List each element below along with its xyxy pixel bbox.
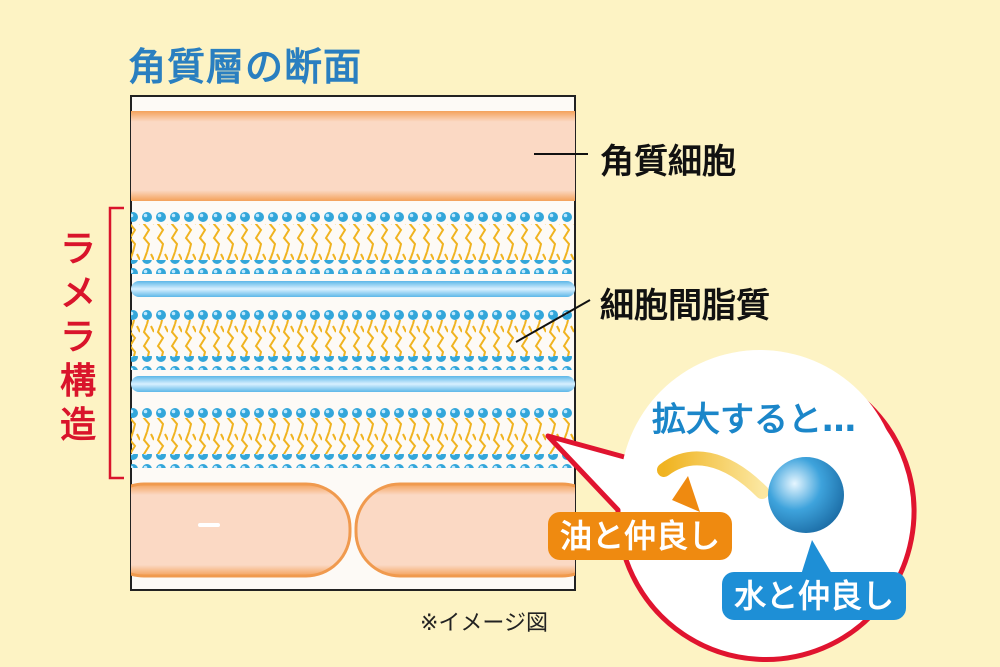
diagram-title: 角質層の断面	[128, 45, 363, 89]
lipid-leader	[515, 299, 591, 343]
water-pointer	[800, 540, 832, 578]
lamellar-bracket	[108, 206, 124, 480]
corneocyte-bottom-right	[354, 482, 575, 578]
zoom-heading: 拡大すると…	[652, 400, 856, 440]
image-note: ※イメージ図	[420, 611, 548, 636]
hydrophilic-head	[768, 457, 844, 533]
lipid-tail	[657, 451, 769, 499]
water-affinity-label: 水と仲良し	[722, 572, 907, 620]
corneocyte-bottom-left	[131, 482, 352, 578]
lipid-label: 細胞間脂質	[600, 286, 770, 326]
lipid-bilayer-3	[131, 404, 575, 468]
corneocyte-label: 角質細胞	[600, 142, 736, 182]
water-layer-2	[131, 376, 575, 392]
corneocyte-top	[131, 111, 575, 201]
water-layer-1	[131, 281, 575, 297]
lamellar-label: ラメラ構造	[59, 229, 96, 446]
lipid-bilayer-2	[131, 306, 575, 370]
oil-affinity-label: 油と仲良し	[548, 512, 733, 560]
oil-pointer	[672, 476, 700, 512]
lipid-bilayer-1	[131, 210, 575, 274]
